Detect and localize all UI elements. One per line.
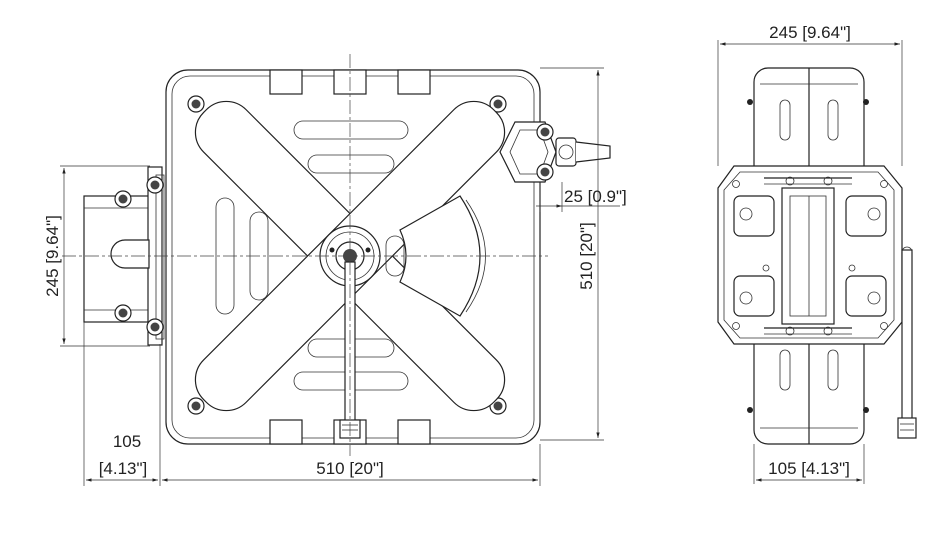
dim-hose-offset: 25 [0.9"] xyxy=(564,187,627,206)
hose-inlet-swivel xyxy=(499,121,611,183)
dim-bracket-depth-in: [4.13"] xyxy=(99,459,148,478)
front-view xyxy=(62,54,611,456)
wall-bracket xyxy=(83,166,185,346)
dim-side-depth: 105 [4.13"] xyxy=(768,459,850,478)
dim-front-width: 510 [20"] xyxy=(316,459,383,478)
dim-bracket-height: 245 [9.64"] xyxy=(43,215,62,297)
dim-front-height: 510 [20"] xyxy=(577,222,596,289)
front-dimensions: 510 [20"] 25 [0.9"] 245 [9.64"] 105 [4.1… xyxy=(43,67,627,486)
side-dimensions: 245 [9.64"] 105 [4.13"] xyxy=(717,23,903,484)
dim-bracket-depth-mm: 105 xyxy=(113,432,141,451)
dim-side-width: 245 [9.64"] xyxy=(769,23,851,42)
side-view xyxy=(717,67,917,445)
